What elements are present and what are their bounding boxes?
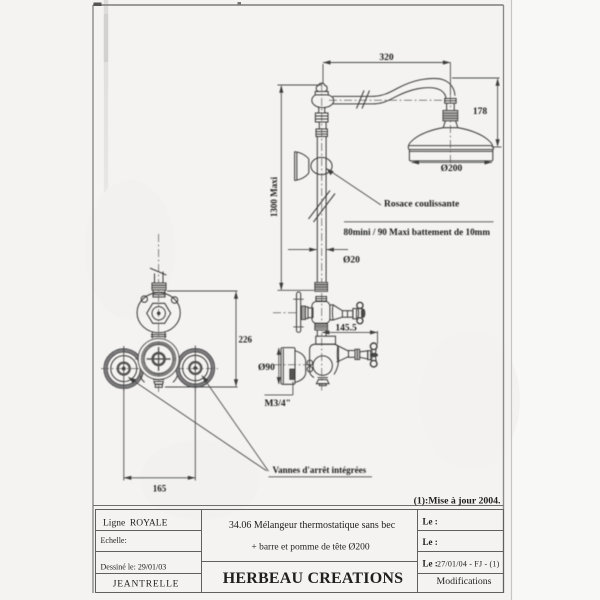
svg-text:Ø200: Ø200 bbox=[441, 164, 463, 174]
svg-text:165: 165 bbox=[153, 484, 167, 494]
svg-text:(1):Mise à jour 2004.: (1):Mise à jour 2004. bbox=[414, 496, 501, 507]
svg-text:Ø90: Ø90 bbox=[258, 363, 275, 373]
svg-text:178: 178 bbox=[473, 107, 488, 117]
svg-text:Rosace coulissante: Rosace coulissante bbox=[384, 200, 459, 210]
svg-text:M3/4": M3/4" bbox=[265, 399, 291, 409]
svg-text:Le :: Le : bbox=[423, 559, 438, 569]
svg-text:1300 Maxi: 1300 Maxi bbox=[269, 176, 279, 217]
svg-text:27/01/04 - FJ - (1): 27/01/04 - FJ - (1) bbox=[437, 560, 500, 569]
svg-text:Ø20: Ø20 bbox=[343, 256, 360, 266]
svg-text:Le :: Le : bbox=[423, 517, 438, 527]
svg-text:Dessiné le: 29/01/03: Dessiné le: 29/01/03 bbox=[101, 563, 167, 572]
svg-text:Modifications: Modifications bbox=[437, 576, 492, 587]
svg-text:34.06 Mélangeur thermostatique: 34.06 Mélangeur thermostatique sans bec bbox=[229, 520, 396, 531]
svg-text:145.5: 145.5 bbox=[335, 323, 357, 333]
svg-text:320: 320 bbox=[379, 53, 394, 63]
svg-text:JEANTRELLE: JEANTRELLE bbox=[113, 580, 180, 590]
svg-text:226: 226 bbox=[239, 334, 253, 344]
svg-text:80mini / 90 Maxi battement de: 80mini / 90 Maxi battement de 10mm bbox=[344, 227, 491, 237]
svg-text:Vannes d'arrêt intégrées: Vannes d'arrêt intégrées bbox=[273, 465, 367, 475]
svg-text:HERBEAU CREATIONS: HERBEAU CREATIONS bbox=[223, 570, 403, 587]
svg-text:Echelle:: Echelle: bbox=[101, 536, 127, 545]
svg-text:+ barre et pomme de tête Ø200: + barre et pomme de tête Ø200 bbox=[251, 543, 370, 553]
svg-text:Ligne ROYALE: Ligne ROYALE bbox=[103, 518, 168, 528]
svg-text:Le :: Le : bbox=[423, 537, 438, 547]
